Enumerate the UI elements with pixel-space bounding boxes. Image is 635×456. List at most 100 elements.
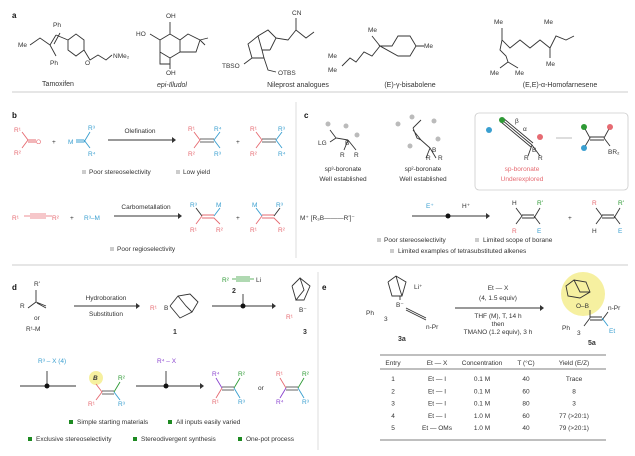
substituent: R² <box>238 371 246 378</box>
substituent: R³ <box>238 399 246 406</box>
substituent: R³ <box>276 202 284 209</box>
epi-illudol-structure: OH HO OH epi-Illudol <box>136 13 209 89</box>
arrow-label: Hydroboration <box>86 295 127 302</box>
substituent: R¹ <box>212 399 220 406</box>
substituent: R <box>512 228 517 235</box>
substituent: R² <box>250 151 258 158</box>
compound-name: Nileprost analogues <box>267 82 329 89</box>
tamoxifen-structure: Ph Ph Me O NMe₂ Tamoxifen <box>18 22 130 88</box>
boronate-type: sp²-boronate <box>405 166 442 173</box>
column-header: Concentration <box>462 360 503 367</box>
column-header: Et — X <box>427 360 448 367</box>
atom-label: α <box>523 126 527 133</box>
atom-label: OH <box>166 13 176 20</box>
step-dot <box>163 383 169 389</box>
atom-label: Me <box>544 19 553 26</box>
atom-label: R <box>438 155 443 162</box>
table-header: Entry Et — X Concentration T (°C) Yield … <box>385 359 589 367</box>
substituent: R' <box>537 200 543 207</box>
advantage-bullet <box>69 420 73 424</box>
substituent: R⁴ <box>278 151 286 158</box>
table-cell: 0.1 M <box>474 401 490 408</box>
boron-highlight <box>89 371 103 385</box>
advantage-text: Stereodivergent synthesis <box>141 436 217 443</box>
atom-label: Me <box>328 67 337 74</box>
compound-name: (E)-γ-bisabolene <box>384 82 435 89</box>
table-cell: 0.1 M <box>474 388 490 395</box>
advantage-text: All inputs easily varied <box>176 419 241 426</box>
reagent: R³–M <box>84 215 100 222</box>
table-cell: 40 <box>522 376 530 383</box>
reagent: M⁺ [R₃B———R']⁻ <box>300 215 355 222</box>
substituent: R² <box>118 375 126 382</box>
atom-label: B <box>164 305 168 312</box>
column-header: Entry <box>385 360 401 367</box>
boronate-type: sp³-boronate <box>325 166 362 173</box>
table-cell: 40 <box>522 425 530 432</box>
atom-label: Me <box>368 27 377 34</box>
issue-text: Limited scope of borane <box>483 237 553 244</box>
reagent: R¹-M <box>26 326 40 333</box>
table-cell: 1.0 M <box>474 413 490 420</box>
advantage-bullet <box>28 437 32 441</box>
table-cell: Et — I <box>428 413 446 420</box>
panel-label: d <box>12 283 17 292</box>
condition-text: Et — X <box>488 285 509 292</box>
atom-label: O <box>85 60 90 67</box>
panel-label: b <box>12 111 17 120</box>
plus-sign: + <box>568 215 572 222</box>
table-cell: Et — I <box>428 401 446 408</box>
substituent: R³ <box>118 401 126 408</box>
atom-label: R <box>426 155 431 162</box>
substituent: R <box>20 303 25 310</box>
issue-text: Poor stereoselectivity <box>89 169 152 176</box>
compound-name: Tamoxifen <box>42 81 74 88</box>
substituent: R⁴ <box>276 399 284 406</box>
substituent: R² <box>222 277 230 284</box>
atom-label: TBSO <box>222 63 240 70</box>
table-cell: 5 <box>391 425 395 432</box>
atom-label: B <box>345 140 349 147</box>
reagent: H⁺ <box>462 203 471 210</box>
step-dot <box>445 213 451 219</box>
table-cell: Et — I <box>428 376 446 383</box>
atom-label: OTBS <box>278 70 296 77</box>
compound-name: (E,E)-α-Homofarnesene <box>523 82 598 89</box>
table-cell: 60 <box>522 388 530 395</box>
atom-label: Ph <box>562 325 570 332</box>
substituent: R¹ <box>250 126 258 133</box>
plus-sign: + <box>52 139 56 146</box>
homofarnesene-structure: Me Me Me Me Me (E,E)-α-Homofarnesene <box>490 19 597 89</box>
atom-label: Ph <box>50 60 58 67</box>
issue-bullet <box>110 247 114 251</box>
atom-label: R <box>340 152 345 159</box>
substituent: R¹ <box>14 127 22 134</box>
reagent: E⁺ <box>426 203 434 210</box>
advantage-text: One-pot process <box>246 436 295 443</box>
atom-label: B <box>532 147 536 154</box>
atom-label: B <box>93 375 98 382</box>
column-header: Yield (E/Z) <box>559 360 589 367</box>
atom-label: Li⁺ <box>414 284 423 291</box>
arrow-label: Olefination <box>124 128 155 135</box>
substituent: R¹ <box>150 305 158 312</box>
table-cell: 77 (>20:1) <box>559 413 589 420</box>
issue-text: Poor regioselectivity <box>117 246 176 253</box>
compound-number: 3a <box>398 336 406 343</box>
panel-b: b R¹ R² O + M R³ R⁴ Olefination R¹ R² R⁴… <box>12 111 286 253</box>
substituent: R² <box>188 151 196 158</box>
atom-label: 3 <box>384 316 388 323</box>
substituent: E <box>537 228 542 235</box>
issue-text: Low yield <box>183 169 210 176</box>
boronate-status: Underexplored <box>501 176 544 183</box>
table-cell: 3 <box>391 401 395 408</box>
substituent: R³ <box>278 126 286 133</box>
condition-text: (4, 1.5 equiv) <box>479 295 517 302</box>
compound-number: 3 <box>303 329 307 336</box>
condition-text: then <box>492 321 505 328</box>
atom-label: M <box>216 202 221 209</box>
